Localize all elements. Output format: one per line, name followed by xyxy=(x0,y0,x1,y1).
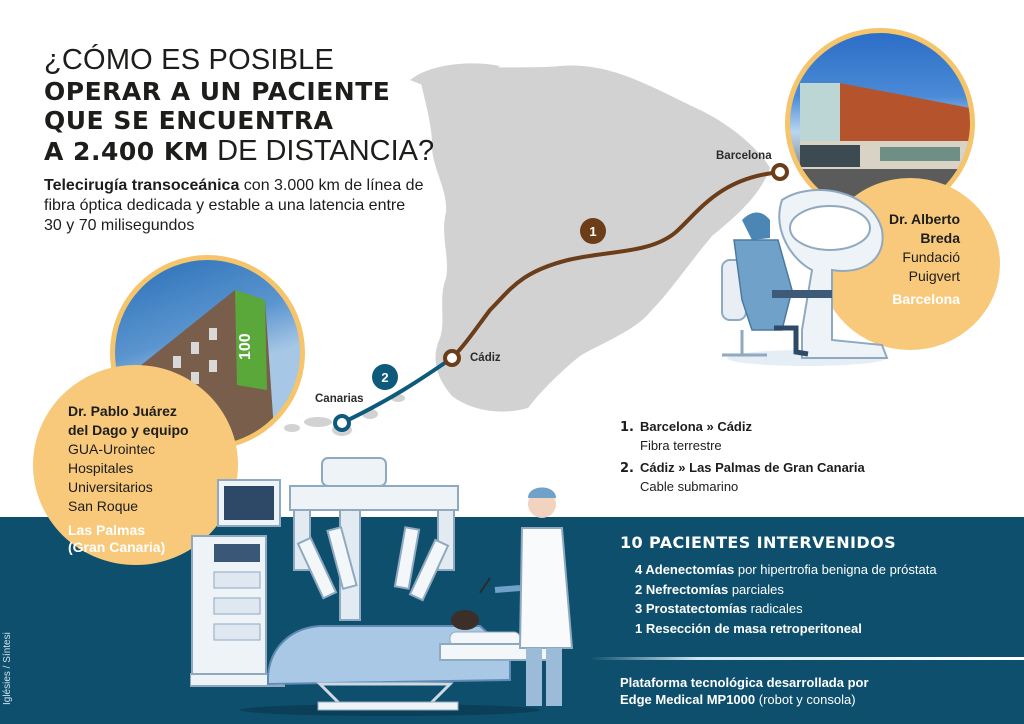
svg-text:100: 100 xyxy=(237,333,254,360)
cadiz-node xyxy=(443,349,461,367)
title-line-3: QUE SE ENCUENTRA xyxy=(44,106,334,135)
laspalmas-card: Dr. Pablo Juárez del Dago y equipo GUA-U… xyxy=(68,402,189,556)
routes-legend: 1. Barcelona » Cádiz Fibra terrestre 2. Cá… xyxy=(620,418,865,500)
procedure-item: 2 Nefrectomías parciales xyxy=(635,580,937,600)
subtitle: Telecirugía transoceánica con 3.000 km d… xyxy=(44,176,424,236)
procedure-count: 2 Nefrectomías xyxy=(635,581,729,597)
procedure-count: 3 Prostatectomías xyxy=(635,601,747,616)
title-line-4: A 2.400 KM DE DISTANCIA? xyxy=(44,137,434,166)
patients-heading: 10 PACIENTES INTERVENIDOS xyxy=(620,533,896,552)
route-1-badge: 1 xyxy=(580,218,606,244)
procedures-list: 4 Adenectomías por hipertrofia benigna d… xyxy=(620,560,937,638)
route-1-line xyxy=(450,170,782,360)
legend-description: Cable submarino xyxy=(640,479,739,494)
laspalmas-info-circle xyxy=(33,365,238,565)
title-line-1: ¿CÓMO ES POSIBLE xyxy=(44,44,335,76)
procedure-count: 4 Adenectomías xyxy=(635,562,735,577)
surgeon-name-line1: Dr. Alberto xyxy=(888,211,960,227)
procedure-count: 1 Resección de masa retroperitoneal xyxy=(635,620,862,636)
procedure-item: 3 Prostatectomías radicales xyxy=(635,599,937,619)
platform-detail: (robot y consola) xyxy=(755,692,856,707)
procedure-detail: parciales xyxy=(728,581,784,597)
divider xyxy=(590,657,1024,660)
legend-description: Fibra terrestre xyxy=(640,438,722,453)
barcelona-node xyxy=(771,163,789,181)
canary-island xyxy=(284,424,300,432)
canary-island xyxy=(304,417,332,427)
surgeon-name-line2: Breda xyxy=(920,230,960,246)
title-line-2: OPERAR A UN PACIENTE xyxy=(44,77,391,106)
surgeon-console-illustration xyxy=(721,189,889,366)
city-line2: (Gran Canaria) xyxy=(68,539,166,555)
institution-line2: Puigvert xyxy=(908,268,960,284)
legend-number: 2. xyxy=(620,461,634,476)
procedure-detail: radicales xyxy=(747,601,803,616)
city: Barcelona xyxy=(892,291,960,307)
label-cadiz: Cádiz xyxy=(470,352,501,364)
surgeon-name-line2: del Dago y equipo xyxy=(68,422,189,438)
subtitle-rest: con 3.000 km de línea de fibra óptica de… xyxy=(44,177,424,234)
robotic-surgery-illustration xyxy=(190,457,574,716)
legend-item-2: 2. Cádiz » Las Palmas de Gran Canaria Cab… xyxy=(620,459,865,496)
institution-line1: Fundació xyxy=(902,249,960,265)
platform-note: Plataforma tecnológica desarrollada por … xyxy=(620,674,869,708)
city-line1: Las Palmas xyxy=(68,522,146,538)
barcelona-card: Dr. Alberto Breda Fundació Puigvert Barc… xyxy=(889,210,960,309)
surgeon-name-line1: Dr. Pablo Juárez xyxy=(68,403,177,419)
procedure-detail: por hipertrofia benigna de próstata xyxy=(734,562,937,577)
platform-line1: Plataforma tecnológica desarrollada por xyxy=(620,675,869,690)
route-2-line xyxy=(340,356,454,425)
legend-route: Cádiz » Las Palmas de Gran Canaria xyxy=(640,460,865,475)
platform-name: Edge Medical MP1000 xyxy=(620,692,756,707)
procedure-item: 1 Resección de masa retroperitoneal xyxy=(635,619,937,639)
route-2-badge: 2 xyxy=(372,364,398,390)
legend-number: 1. xyxy=(620,420,634,435)
label-barcelona: Barcelona xyxy=(716,150,772,162)
institution-line: Universitarios xyxy=(68,479,153,495)
institution-line: San Roque xyxy=(68,498,139,514)
credit: Iglésies / Síntesi xyxy=(2,632,13,705)
page-title: ¿CÓMO ES POSIBLE OPERAR A UN PACIENTE QU… xyxy=(44,46,434,166)
subtitle-bold: Telecirugía transoceánica xyxy=(44,177,240,194)
institution-line: GUA-Urointec xyxy=(68,441,156,457)
title-distance-rest: DE DISTANCIA? xyxy=(209,135,435,167)
canarias-node xyxy=(333,414,351,432)
label-canarias: Canarias xyxy=(315,393,364,405)
patients-section: 10 PACIENTES INTERVENIDOS 4 Adenectomías… xyxy=(620,533,937,638)
title-distance: A 2.400 KM xyxy=(44,137,210,166)
legend-item-1: 1. Barcelona » Cádiz Fibra terrestre xyxy=(620,418,865,455)
institution-line: Hospitales xyxy=(68,460,134,476)
procedure-item: 4 Adenectomías por hipertrofia benigna d… xyxy=(635,560,937,580)
legend-route: Barcelona » Cádiz xyxy=(640,419,752,434)
